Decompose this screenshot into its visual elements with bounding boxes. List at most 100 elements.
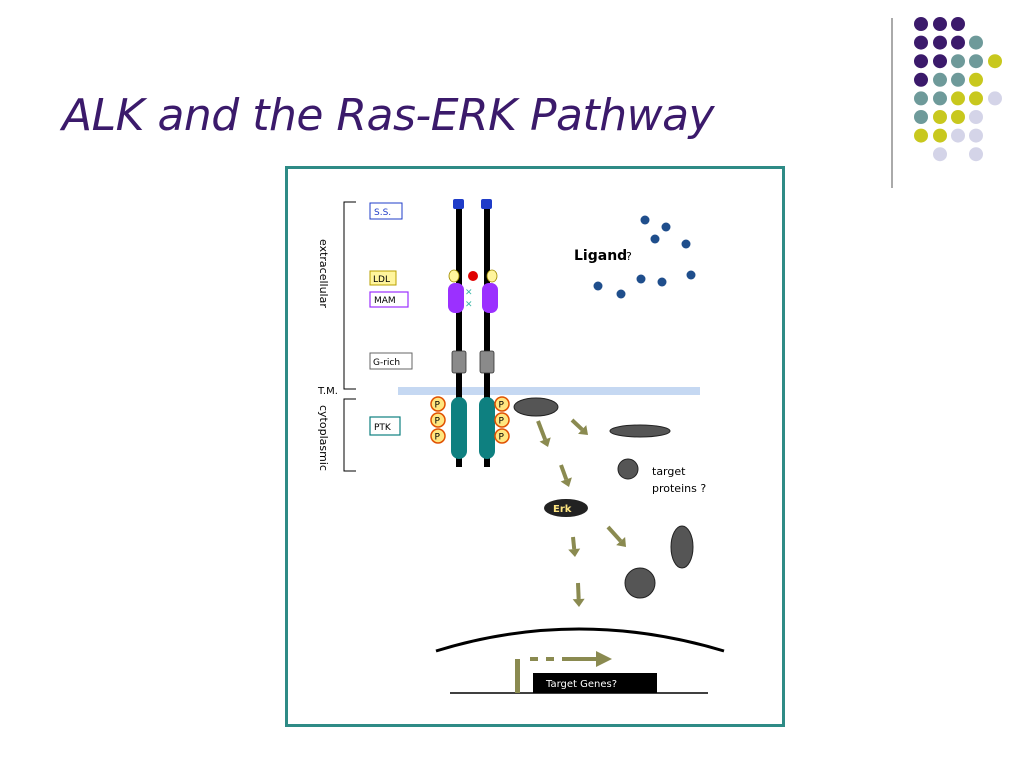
ldl-domain-label: LDL <box>373 275 390 285</box>
signal-arrow-head <box>560 477 572 487</box>
signal-arrow-head <box>568 548 581 557</box>
decorative-dot-yellow <box>933 128 947 143</box>
ligand-dot <box>640 215 650 225</box>
erk-label: Erk <box>553 504 572 515</box>
ligand-dot <box>686 270 696 280</box>
cell-membrane <box>398 387 700 395</box>
signal-peptide-left <box>453 199 464 209</box>
signal-arrow-shaft <box>536 420 547 441</box>
target-genes-label: Target Genes? <box>545 679 617 690</box>
decorative-dot-yellow <box>951 110 965 124</box>
slide-title: ALK and the Ras-ERK Pathway <box>62 90 715 141</box>
decorative-dot-purple <box>914 35 928 50</box>
phospho-circle <box>494 428 510 444</box>
signal-arrows-group <box>536 418 626 607</box>
signal-arrow-head <box>578 425 588 435</box>
erk-protein-shape <box>544 499 588 517</box>
phospho-label: P <box>435 433 441 443</box>
decorative-dot-teal <box>951 54 965 69</box>
signal-arrow-shaft <box>571 536 577 550</box>
signal-arrow-head <box>616 537 626 547</box>
adaptor-protein-shape <box>513 397 559 417</box>
decorative-dot-yellow <box>951 91 965 106</box>
ldl-ball-right <box>486 269 498 283</box>
decorative-dot-purple <box>914 72 928 87</box>
nuclear-membrane <box>435 627 725 653</box>
target-proteins-line-1: target <box>652 465 686 478</box>
cytoplasmic-bracket <box>343 398 356 472</box>
phospho-label: P <box>499 417 505 427</box>
ligand-label: Ligand <box>574 248 627 264</box>
promoter-bar <box>515 659 520 693</box>
mam-domain-label: MAM <box>374 296 396 306</box>
decorative-dot-lavender <box>969 110 983 124</box>
signaling-protein-shape <box>609 424 671 438</box>
ss-domain-label: S.S. <box>374 208 391 218</box>
decorative-dot-teal <box>914 110 928 124</box>
signal-arrow-head <box>572 598 585 607</box>
ptk-domain-box <box>369 416 401 436</box>
decorative-dot-lavender <box>969 147 983 162</box>
decorative-dot-yellow <box>933 110 947 124</box>
ldl-ball-left <box>448 269 460 283</box>
phospho-circle <box>494 396 510 412</box>
transcription-arrow-head <box>596 651 612 667</box>
signal-arrow-head <box>539 437 551 447</box>
ligand-question: ? <box>626 250 632 263</box>
decorative-dot-teal <box>969 35 983 50</box>
cytoplasmic-label: cytoplasmic <box>317 405 330 471</box>
ligand-dot <box>616 289 626 299</box>
decorative-dot-grid <box>891 17 1002 188</box>
ligand-dot <box>636 274 646 284</box>
target-protein-small <box>617 458 639 480</box>
phospho-circle <box>430 412 446 428</box>
signal-arrow-shaft <box>606 525 623 543</box>
phospho-label: P <box>499 401 505 411</box>
decorative-dot-lavender <box>988 91 1002 106</box>
ptk-kinase-left <box>451 397 467 459</box>
target-genes-box <box>533 673 657 693</box>
ptk-domain-label: PTK <box>374 423 392 433</box>
decorative-dot-lavender <box>933 147 947 162</box>
mam-link-bottom: ✕ <box>465 300 473 310</box>
decorative-dot-purple <box>951 35 965 50</box>
ldl-red-link <box>468 271 478 281</box>
decorative-dot-purple <box>933 17 947 31</box>
extracellular-bracket <box>343 201 356 390</box>
phospho-label: P <box>435 401 441 411</box>
grich-block-left <box>451 350 467 374</box>
phospho-label: P <box>499 433 505 443</box>
ligand-dots-group <box>593 215 696 299</box>
ligand-dot <box>657 277 667 287</box>
signal-arrow-shaft <box>559 464 569 481</box>
target-protein-tall <box>670 525 694 569</box>
target-proteins-line-2: proteins ? <box>652 482 706 495</box>
decorative-dot-purple <box>933 35 947 50</box>
ss-domain-box <box>369 202 403 220</box>
mam-link-top: ✕ <box>465 288 473 298</box>
dot-grid-group <box>914 17 1002 162</box>
decorative-dot-purple <box>951 17 965 31</box>
decorative-dot-purple <box>914 54 928 69</box>
ligand-dot <box>661 222 671 232</box>
receptor-stalk-right <box>484 205 490 467</box>
grich-domain-label: G-rich <box>373 358 400 368</box>
receptor-stalk-left <box>456 205 462 467</box>
ligand-dot <box>593 281 603 291</box>
tm-label: T.M. <box>317 386 338 397</box>
decorative-dot-teal <box>933 72 947 87</box>
decorative-dot-purple <box>933 54 947 69</box>
mam-domain-box <box>369 291 409 308</box>
phospho-circle <box>430 428 446 444</box>
mam-blob-right <box>482 283 498 313</box>
signal-peptide-right <box>481 199 492 209</box>
signal-arrow-shaft <box>576 582 581 600</box>
decorative-dot-teal <box>914 91 928 106</box>
decorative-dot-teal <box>933 91 947 106</box>
decorative-dot-lavender <box>951 128 965 143</box>
extracellular-label: extracellular <box>317 239 330 308</box>
decorative-dot-yellow <box>969 91 983 106</box>
decorative-dot-purple <box>914 17 928 31</box>
figure-frame: extracellular T.M. cytoplasmic S.S. LDL … <box>285 166 785 727</box>
